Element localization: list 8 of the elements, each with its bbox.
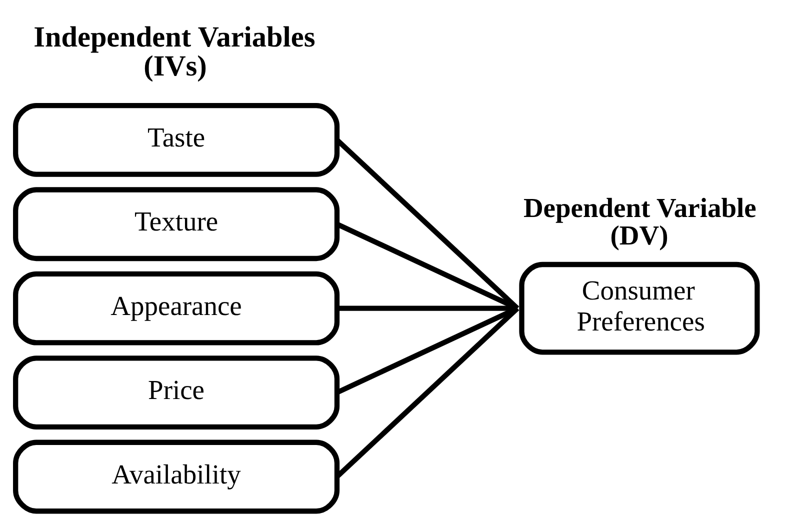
label: Independent Variables (IVs)	[34, 21, 316, 83]
node-box: Consumer Preferences	[519, 262, 760, 355]
node-box: Appearance	[13, 271, 340, 346]
node-box: Taste	[13, 102, 340, 177]
node-box: Texture	[13, 187, 340, 262]
node-box: Availability	[13, 440, 340, 514]
node-label: Dependent Variable (DV)	[523, 192, 756, 250]
node-box: Price	[13, 356, 340, 430]
